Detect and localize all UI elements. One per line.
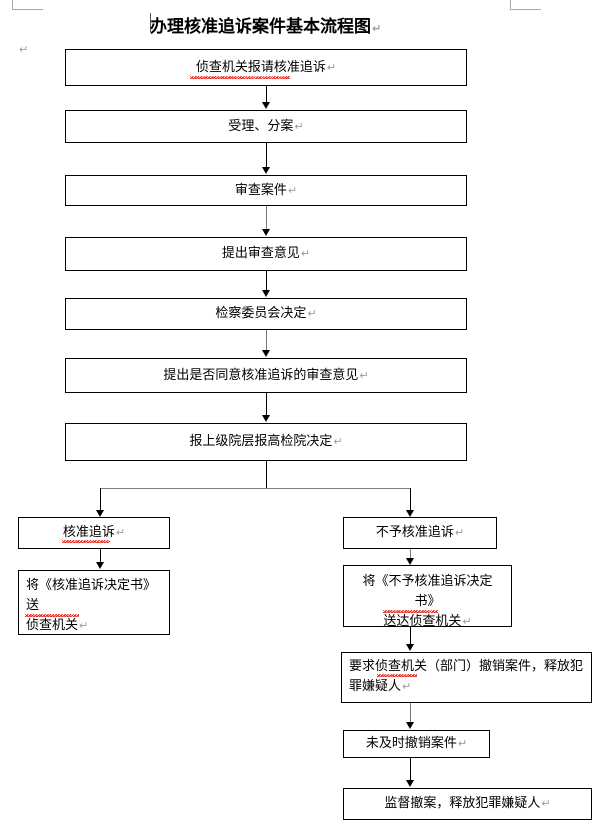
flow-node-right-3-line2: 罪嫌疑人 [349,679,402,694]
page-title-text: 办理核准追诉案件基本流程图 [150,17,371,37]
arrowhead-right-1-2 [406,558,414,565]
flow-node-step-4-label: 提出审查意见 [221,246,300,261]
flow-node-step-6-label: 提出是否同意核准追诉的审查意见 [163,367,359,383]
flow-node-right-4[interactable]: 未及时撤销案件↵ [343,730,490,758]
text-cursor [150,13,151,32]
spellcheck-underline [62,540,110,543]
flow-node-right-3-line1: 要求侦查机关（部门）撤销案件，释放犯 [349,659,584,674]
connector-6-7 [266,393,267,416]
connector-right-2-3 [410,627,411,645]
paragraph-mark: ↵ [333,435,343,448]
connector-left-1-2 [100,549,101,563]
flow-node-left-2[interactable]: 将《核准追诉决定书》送侦查机关↵ [18,570,170,635]
flow-node-step-3-label: 审查案件 [234,182,287,198]
paragraph-mark: ↵ [462,615,472,628]
flow-node-step-1[interactable]: 侦查机关报请核准追诉↵ [65,49,467,86]
flow-node-step-7[interactable]: 报上级院层报高检院决定↵ [65,423,467,461]
paragraph-mark: ↵ [307,307,317,320]
flow-node-left-2-line2: 侦查机关 [26,618,79,633]
connector-right-3-4 [410,703,411,723]
connector-2-3 [266,143,267,168]
flow-node-right-2-line2: 送达侦查机关 [383,614,462,629]
flow-node-step-4[interactable]: 提出审查意见↵ [65,237,467,271]
flow-node-step-5[interactable]: 检察委员会决定↵ [65,298,467,330]
connector-5-6 [266,330,267,351]
flow-node-step-5-label: 检察委员会决定 [215,306,307,321]
connector-split-bar [100,488,411,489]
flow-node-step-7-label: 报上级院层报高检院决定 [189,434,333,449]
connector-split-right-drop [410,488,411,512]
flow-node-left-1-label: 核准追诉 [62,525,115,540]
arrowhead-left-1-2 [96,562,104,569]
arrowhead-5-6 [262,350,270,357]
paragraph-mark: ↵ [457,737,468,750]
flow-node-step-6[interactable]: 提出是否同意核准追诉的审查意见↵ [65,358,467,393]
flow-node-right-2[interactable]: 将《不予核准追诉决定书》送达侦查机关↵ [343,565,512,629]
paragraph-mark: ↵ [402,680,412,693]
arrowhead-3-4 [262,229,270,236]
paragraph-mark: ↵ [326,60,337,74]
flow-node-right-1-label: 不予核准追诉 [375,525,454,540]
page-margin-mark-top-left [12,0,43,10]
arrowhead-1-2 [262,102,270,109]
arrowhead-split-right [406,510,414,517]
flow-node-right-5-label: 监督撤案，释放犯罪嫌疑人 [384,796,541,811]
paragraph-mark: ↵ [300,247,311,260]
flow-node-step-3[interactable]: 审查案件↵ [65,175,467,206]
spellcheck-underline [190,76,290,79]
flow-node-right-1[interactable]: 不予核准追诉↵ [343,517,497,549]
flow-node-right-4-label: 未及时撤销案件 [365,736,457,751]
connector-right-1-2 [410,549,411,560]
flow-node-step-2[interactable]: 受理、分案↵ [65,110,467,143]
flow-node-right-3[interactable]: 要求侦查机关（部门）撤销案件，释放犯罪嫌疑人↵ [341,652,592,703]
connector-split-left-drop [100,488,101,512]
arrowhead-2-3 [262,167,270,174]
flow-node-step-1-label: 侦查机关报请核准追诉 [195,59,326,75]
spellcheck-underline [25,614,79,617]
page-margin-mark-top-right [510,0,541,10]
connector-split-stem [266,461,267,488]
arrowhead-right-2-3 [406,644,414,651]
page-title: 办理核准追诉案件基本流程图↵ [150,12,470,37]
arrowhead-6-7 [262,415,270,422]
connector-3-4 [266,206,267,230]
flow-node-right-5[interactable]: 监督撤案，释放犯罪嫌疑人↵ [343,788,592,820]
flow-node-step-2-label: 受理、分案 [228,118,294,134]
connector-1-2 [266,86,267,103]
spellcheck-underline [377,674,417,677]
paragraph-mark: ↵ [541,797,551,810]
arrowhead-right-4-5 [406,780,414,787]
paragraph-mark: ↵ [79,619,89,632]
spellcheck-underline [383,610,438,613]
flow-node-right-2-line1: 将《不予核准追诉决定书》 [362,574,493,609]
connector-right-4-5 [410,758,411,781]
arrowhead-split-left [96,510,104,517]
stray-paragraph-mark: ↵ [19,43,29,56]
paragraph-mark: ↵ [287,183,298,197]
connector-4-5 [266,271,267,291]
flow-node-left-1[interactable]: 核准追诉↵ [18,517,170,549]
paragraph-mark: ↵ [115,526,126,539]
paragraph-mark: ↵ [359,368,369,382]
paragraph-mark: ↵ [372,22,382,35]
arrowhead-4-5 [262,290,270,297]
arrowhead-right-3-4 [406,722,414,729]
paragraph-mark: ↵ [454,526,465,539]
paragraph-mark: ↵ [294,119,304,133]
flow-node-left-2-line1: 将《核准追诉决定书》送 [26,578,157,613]
